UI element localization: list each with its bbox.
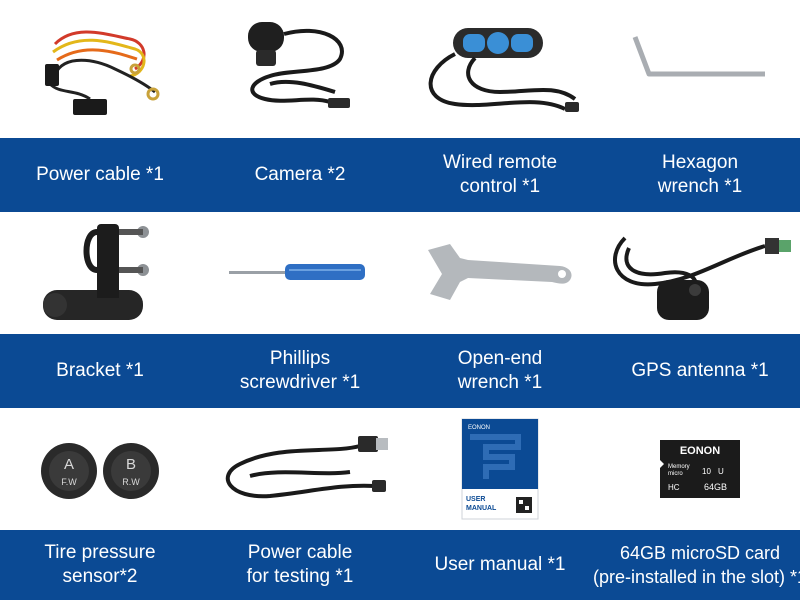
svg-text:F.W: F.W (61, 477, 77, 487)
gps-antenna-icon (613, 236, 791, 320)
svg-text:B: B (126, 456, 136, 473)
label-power-cable: Power cable *1 (36, 164, 164, 185)
camera-image (200, 0, 400, 138)
svg-text:64GB: 64GB (704, 482, 727, 492)
camera-icon (248, 22, 350, 108)
svg-text:USER: USER (466, 496, 485, 503)
svg-text:Memory: Memory (668, 464, 690, 470)
svg-text:A: A (64, 456, 74, 473)
user-manual-icon: EONON USER MANUAL (461, 418, 539, 520)
wired-remote-icon (428, 28, 579, 112)
svg-text:10: 10 (702, 467, 711, 476)
power-cable-icon (45, 30, 160, 115)
bracket-image (0, 212, 200, 334)
svg-text:HC: HC (668, 483, 680, 492)
svg-text:EONON: EONON (468, 425, 490, 431)
bracket-icon (43, 224, 149, 320)
power-cable-image (0, 0, 200, 138)
label-bracket: Bracket *1 (56, 360, 144, 381)
screwdriver-image (200, 212, 400, 334)
tire-sensor-icon: A F.W B R.W (41, 443, 159, 499)
svg-text:R.W: R.W (122, 477, 140, 487)
usb-cable-image (200, 408, 400, 530)
product-image-row-2 (0, 212, 800, 334)
wired-remote-image (400, 0, 600, 138)
label-user-manual: User manual *1 (434, 554, 566, 575)
screwdriver-icon (229, 264, 365, 280)
hex-wrench-image (600, 0, 800, 138)
microsd-card-icon: EONON Memory micro 10 U HC 64GB (660, 440, 740, 498)
open-end-wrench-icon (428, 244, 572, 300)
label-camera: Camera *2 (254, 164, 346, 185)
user-manual-image: EONON USER MANUAL (400, 408, 600, 530)
svg-text:U: U (718, 467, 724, 476)
open-end-wrench-image (400, 212, 600, 334)
tire-sensor-image: A F.W B R.W (0, 408, 200, 530)
hex-wrench-icon (632, 36, 765, 77)
usb-cable-icon (225, 436, 388, 499)
product-image-row-3: A F.W B R.W EONON USER MANUAL (0, 408, 800, 530)
label-gps-antenna: GPS antenna *1 (631, 360, 769, 381)
product-image-row-1 (0, 0, 800, 138)
svg-text:micro: micro (668, 471, 683, 477)
gps-antenna-image (600, 212, 800, 334)
svg-text:EONON: EONON (680, 445, 720, 457)
microsd-card-image: EONON Memory micro 10 U HC 64GB (600, 408, 800, 530)
svg-text:MANUAL: MANUAL (466, 505, 497, 512)
label-microsd-card: 64GB microSD card(pre-installed in the s… (592, 543, 800, 587)
